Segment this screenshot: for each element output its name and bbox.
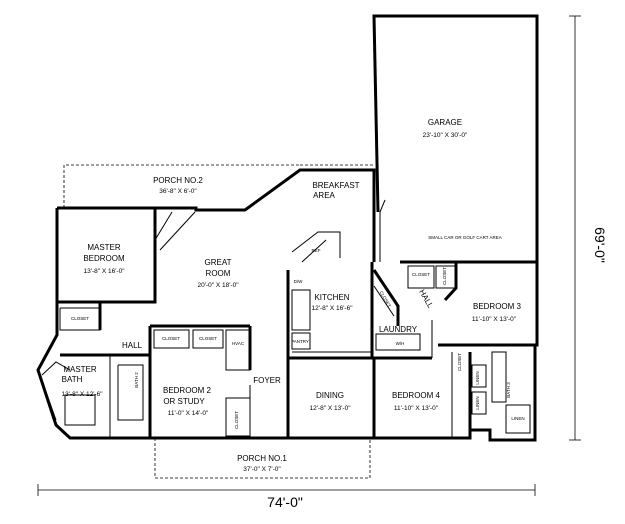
garage-walls: [372, 14, 539, 262]
porch-2-label: PORCH NO.2: [153, 176, 203, 185]
hall-label-right: HALL: [417, 288, 435, 310]
garage-note: SMALL CAR OR GOLF CART AREA: [428, 235, 501, 240]
master-bedroom-walls: [57, 208, 196, 304]
master-closet-label: CLOSET: [71, 316, 89, 321]
closet-label-b3a: CLOSET: [412, 272, 430, 277]
hvac-label: HVAC: [232, 341, 245, 346]
kitchen-dims: 12'-8" X 16'-6": [311, 305, 353, 312]
porch-2-dims: 36'-8" X 6'-0": [159, 188, 197, 195]
great-room-walls: [248, 270, 290, 438]
hall-label: HALL: [122, 341, 143, 350]
master-bedroom-label-2: BEDROOM: [83, 254, 125, 263]
kitchen-label: KITCHEN: [314, 293, 349, 302]
closet-label-b2b: CLOSET: [199, 336, 217, 341]
dining-dims: 12'-8" X 13'-0": [309, 405, 351, 412]
great-room-label: GREAT: [205, 258, 232, 267]
closet-label-foyer: CLOSET: [234, 411, 239, 429]
bedroom-4-label: BEDROOM 4: [392, 391, 441, 400]
garage-label: GARAGE: [428, 118, 462, 127]
foyer-label: FOYER: [253, 376, 281, 385]
bath-2-label: BATH 2: [134, 372, 139, 388]
master-bedroom-dims: 13'-8" X 16'-0": [83, 268, 125, 275]
porch-1-dims: 37'-0" X 7'-0": [243, 466, 281, 473]
overall-depth-label: 69'-0": [592, 227, 608, 263]
exterior-walls: [36, 168, 539, 442]
closet-label-b3b: CLOSET: [442, 267, 447, 285]
bedroom-3-walls: [400, 260, 537, 347]
closet-hall-walls: [59, 302, 250, 438]
dw-label: D/W: [294, 279, 304, 284]
linen-label-1: LINEN: [475, 371, 480, 384]
bedroom-2-dims: 11'-0" X 14'-0": [168, 410, 209, 417]
master-bath-label: MASTER: [63, 365, 97, 374]
dining-label: DINING: [316, 391, 344, 400]
bedroom-2-label: BEDROOM 2: [163, 386, 212, 395]
kitchen-walls: [291, 231, 374, 358]
master-bath-label-2: BATH: [62, 375, 83, 384]
master-bedroom-label: MASTER: [87, 243, 121, 252]
bedroom-3-dims: 11'-10" X 13'-0": [472, 316, 517, 323]
dimension-lines: [37, 15, 581, 496]
breakfast-label: BREAKFAST: [312, 181, 359, 190]
bedroom-4-walls: [451, 351, 531, 438]
bedroom-3-label: BEDROOM 3: [473, 302, 522, 311]
master-bath-walls: [39, 361, 96, 426]
wh-label: W/H: [396, 341, 405, 346]
bath-2-walls: [109, 355, 144, 438]
linen-label-2: LINEN: [475, 396, 480, 409]
closet-label-b4: CLOSET: [457, 353, 462, 371]
dining-walls: [288, 356, 376, 438]
overall-width-label: 74'-0": [267, 494, 303, 510]
breakfast-label-2: AREA: [313, 191, 335, 200]
great-room-label-2: ROOM: [206, 269, 231, 278]
ref-label: REF: [312, 248, 321, 253]
porch-1-label: PORCH NO.1: [237, 454, 287, 463]
bath-3-label: BATH 3: [506, 382, 511, 398]
master-bath-dims: 13'-8" X 12'-6": [61, 391, 103, 398]
garage-dims: 23'-10" X 30'-0": [423, 132, 468, 139]
bedroom-2-closets: [153, 329, 251, 437]
great-room-dims: 20'-0" X 18'-0": [197, 282, 239, 289]
porch-2-outline: [63, 164, 374, 208]
porch-1-outline: [154, 438, 371, 479]
laundry-walls: [372, 269, 433, 360]
bedroom-4-dims: 11'-10" X 13'-0": [394, 405, 439, 412]
closet-label-b2a: CLOSET: [162, 336, 180, 341]
pantry-label: PANTRY: [291, 339, 309, 344]
linen-label-3: LINEN: [511, 416, 524, 421]
bedroom-2-label-2: OR STUDY: [163, 397, 205, 406]
laundry-label: LAUNDRY: [379, 325, 418, 334]
